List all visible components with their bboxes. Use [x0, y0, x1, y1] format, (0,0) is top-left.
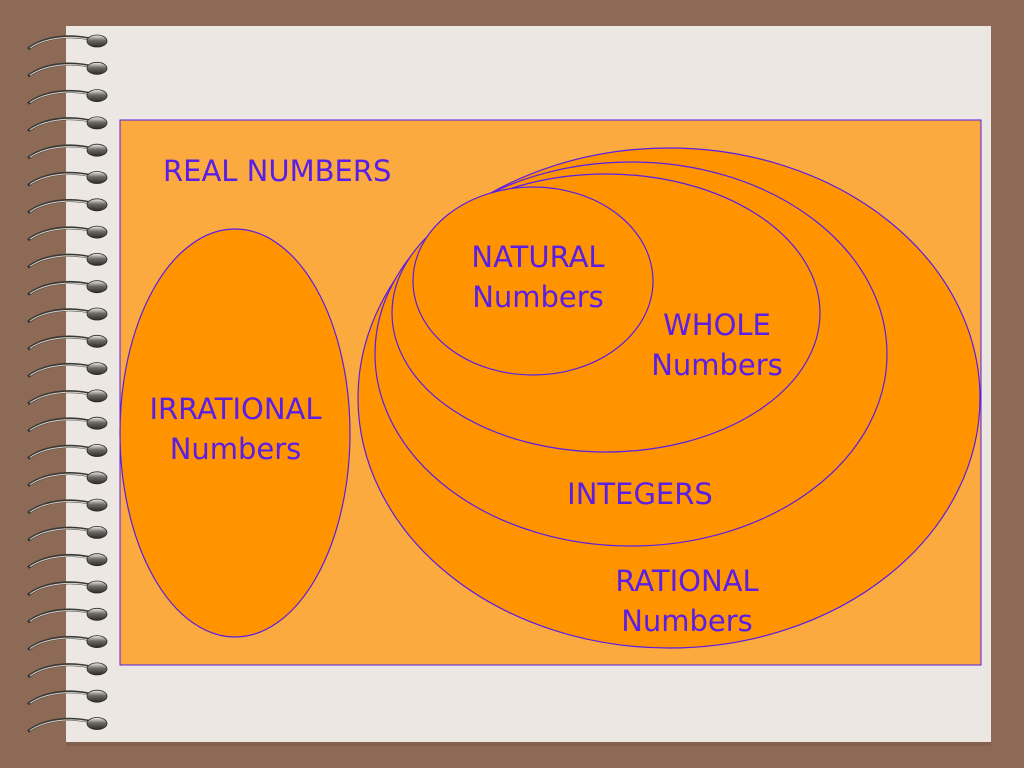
real-numbers-label: REAL NUMBERS — [163, 154, 392, 188]
spiral-ring — [27, 362, 108, 378]
notebook-shadow — [66, 742, 991, 746]
spiral-ring — [27, 34, 108, 51]
rational-numbers-label: RATIONAL Numbers — [615, 564, 759, 639]
spiral-ring — [27, 171, 108, 187]
whole-numbers-label: WHOLE Numbers — [651, 308, 783, 383]
natural-numbers-ellipse — [412, 186, 654, 376]
spiral-ring — [27, 662, 108, 679]
spiral-ring — [27, 717, 108, 733]
spiral-ring — [27, 471, 108, 488]
spiral-ring — [27, 307, 108, 324]
spiral-ring — [27, 61, 108, 78]
spiral-ring — [27, 580, 108, 597]
spiral-ring — [27, 89, 108, 105]
spiral-ring — [27, 116, 108, 133]
spiral-ring — [27, 444, 108, 460]
spiral-ring — [27, 416, 108, 433]
integers-label: INTEGERS — [567, 477, 713, 511]
spiral-ring — [27, 607, 108, 624]
spiral-ring — [27, 526, 108, 542]
spiral-ring — [27, 689, 108, 706]
natural-numbers-label: NATURAL Numbers — [471, 240, 605, 315]
spiral-ring — [27, 498, 108, 515]
spiral-ring — [27, 553, 108, 569]
spiral-ring — [27, 334, 108, 351]
spiral-ring — [27, 389, 108, 406]
spiral-ring — [27, 143, 108, 160]
spiral-binding — [27, 34, 108, 733]
irrational-numbers-ellipse — [119, 228, 351, 638]
spiral-ring — [27, 252, 108, 269]
irrational-numbers-label: IRRATIONAL Numbers — [149, 392, 322, 467]
spiral-ring — [27, 225, 108, 242]
spiral-ring — [27, 198, 108, 215]
spiral-ring — [27, 635, 108, 651]
spiral-ring — [27, 280, 108, 296]
